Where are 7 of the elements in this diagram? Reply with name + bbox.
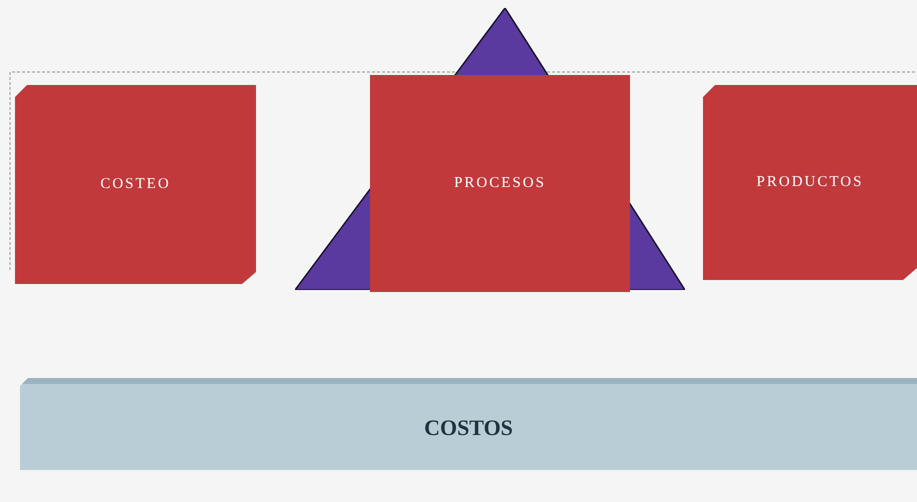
box-label: COSTEO [100,175,171,194]
box-label: COSTOS [424,414,513,442]
banner-box [20,378,917,470]
process-box [703,85,917,280]
box-label: PRODUCTOS [756,173,864,192]
box-label: PROCESOS [454,174,546,194]
process-box [15,85,256,284]
